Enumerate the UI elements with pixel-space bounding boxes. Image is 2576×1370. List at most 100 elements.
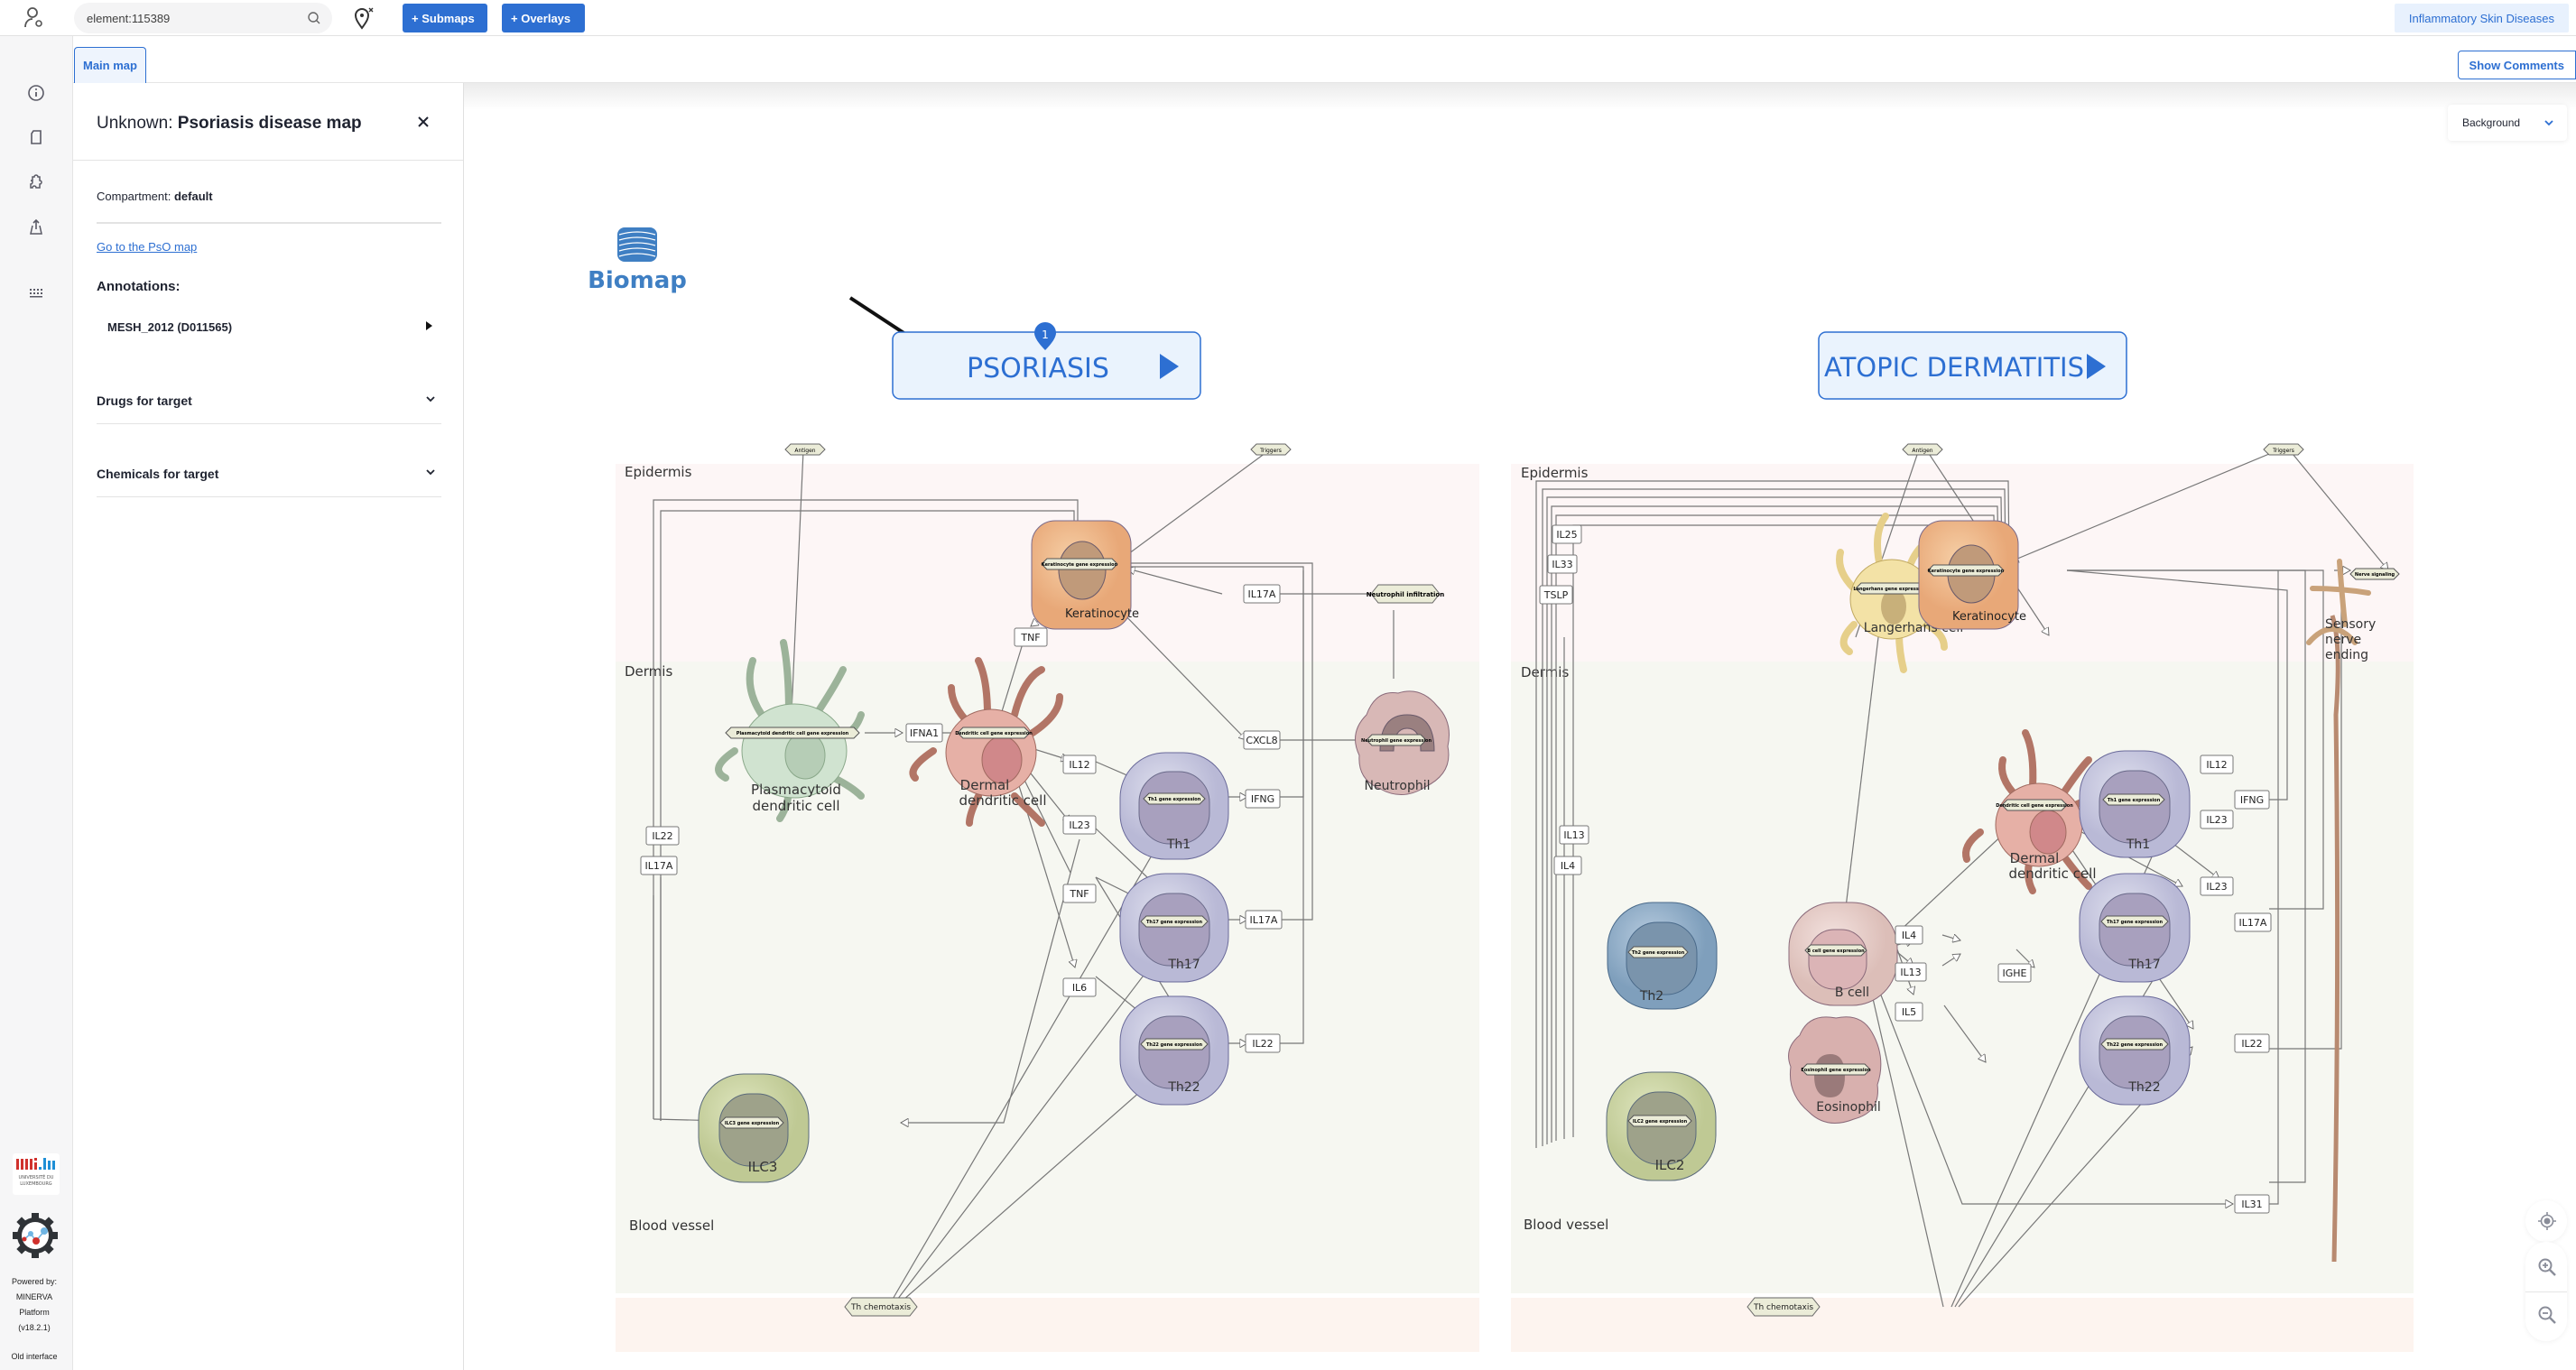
chemicals-for-target-accordion[interactable]: Chemicals for target — [97, 447, 441, 497]
keratinocyte-cell[interactable]: Keratinocyte — [1031, 520, 1139, 630]
legend-icon[interactable] — [25, 282, 47, 303]
go-to-pso-map-link[interactable]: Go to the PsO map — [97, 240, 198, 254]
gene-node-il4[interactable]: IL4 — [1895, 925, 1923, 945]
th1-expression-node[interactable]: Th1 gene expression — [1143, 792, 1206, 805]
th17-cell[interactable]: Th17 — [2079, 873, 2191, 983]
gene-node-ighe[interactable]: IGHE — [1997, 963, 2032, 983]
gene-node-il6[interactable]: IL6 — [1062, 977, 1097, 997]
minerva-logo[interactable] — [11, 1211, 60, 1260]
plugin-icon[interactable] — [25, 171, 47, 193]
b-cell-expression-node[interactable]: B cell gene expression — [1804, 944, 1867, 957]
ilc3-expression-node[interactable]: ILC3 gene expression — [719, 1116, 784, 1129]
project-name-badge[interactable]: Inflammatory Skin Diseases — [2394, 4, 2569, 32]
th22-expression-node[interactable]: Th22 gene expression — [1140, 1038, 1209, 1051]
search-input[interactable] — [87, 11, 285, 25]
info-icon[interactable] — [25, 82, 47, 104]
langerhans-expression-node[interactable]: Langerhans gene expression — [1853, 582, 1927, 595]
dendritic-expression-node[interactable]: Dendritic cell gene expression — [1996, 799, 2073, 811]
gene-node-tnf[interactable]: TNF — [1062, 884, 1097, 903]
th17-expression-node[interactable]: Th17 gene expression — [1140, 915, 1209, 928]
gene-node-il33[interactable]: IL33 — [1547, 554, 1578, 574]
gene-node-il22[interactable]: IL22 — [1245, 1033, 1281, 1053]
gene-node-cxcl8[interactable]: CXCL8 — [1243, 730, 1281, 750]
submaps-button[interactable]: + Submaps — [403, 4, 487, 32]
gene-node-il17a[interactable]: IL17A — [2234, 912, 2272, 932]
th-chemotaxis-node[interactable]: Th chemotaxis — [1747, 1297, 1821, 1317]
gene-node-il17a-left[interactable]: IL17A — [640, 856, 678, 875]
export-icon[interactable] — [25, 217, 47, 238]
gene-node-il12[interactable]: IL12 — [2200, 754, 2234, 774]
antigen-node[interactable]: Antigen — [784, 443, 826, 456]
background-select[interactable]: Background — [2448, 105, 2567, 141]
search-icon[interactable] — [307, 11, 321, 25]
gene-node-il17a[interactable]: IL17A — [1245, 910, 1283, 930]
target-icon[interactable] — [2537, 1211, 2557, 1231]
gene-node-il22-left[interactable]: IL22 — [645, 826, 680, 846]
drugs-for-target-accordion[interactable]: Drugs for target — [97, 374, 441, 424]
gene-node-il12[interactable]: IL12 — [1062, 754, 1097, 774]
gene-node-il17a-top[interactable]: IL17A — [1243, 584, 1281, 604]
eosinophil-expression-node[interactable]: Eosinophil gene expression — [1801, 1063, 1871, 1076]
th2-expression-node[interactable]: Th2 gene expression — [1627, 946, 1689, 958]
th22-expression-node[interactable]: Th22 gene expression — [2100, 1038, 2169, 1051]
zoom-in-icon[interactable] — [2537, 1257, 2557, 1277]
sensory-nerve-ending[interactable]: Sensory nerve ending — [2306, 559, 2376, 1263]
th1-expression-node[interactable]: Th1 gene expression — [2102, 793, 2165, 806]
annotation-item[interactable]: MESH_2012 (D011565) — [107, 316, 441, 338]
triggers-node[interactable]: Triggers — [1250, 443, 1292, 456]
gene-node-il5[interactable]: IL5 — [1895, 1002, 1923, 1022]
triggers-node[interactable]: Triggers — [2263, 443, 2304, 456]
gene-node-tslp[interactable]: TSLP — [1539, 585, 1573, 605]
langerhans-cell[interactable]: Langerhans cell — [1836, 513, 1963, 673]
pdc-expression-node[interactable]: Plasmacytoid dendritic cell gene express… — [725, 727, 860, 739]
gene-node-ifng[interactable]: IFNG — [1245, 789, 1281, 809]
th17-cell[interactable]: Th17 — [1119, 873, 1229, 983]
keratinocyte-expression-node[interactable]: Keratinocyte gene expression — [1041, 558, 1118, 570]
antigen-node[interactable]: Antigen — [1902, 443, 1943, 456]
th-chemotaxis-node[interactable]: Th chemotaxis — [844, 1297, 918, 1317]
center-map-button[interactable] — [2525, 1200, 2567, 1242]
search-result-pin[interactable]: 1 — [1034, 322, 1056, 350]
caret-right-icon[interactable] — [426, 321, 432, 330]
gene-node-il31[interactable]: IL31 — [2234, 1194, 2270, 1214]
gene-node-il23a[interactable]: IL23 — [2200, 810, 2234, 829]
gene-node-ifng[interactable]: IFNG — [2234, 790, 2270, 810]
tab-main-map[interactable]: Main map — [74, 47, 146, 83]
gene-node-ifna1[interactable]: IFNA1 — [905, 723, 943, 743]
gene-node-il13-left[interactable]: IL13 — [1559, 825, 1589, 845]
blood-vessel-compartment[interactable] — [616, 1298, 1479, 1352]
gene-node-il23[interactable]: IL23 — [1062, 815, 1097, 835]
gene-node-il22[interactable]: IL22 — [2234, 1033, 2270, 1053]
overlays-button[interactable]: + Overlays — [502, 4, 585, 32]
old-interface-link[interactable]: Old interface — [11, 1352, 58, 1361]
chevron-down-icon[interactable] — [425, 393, 436, 404]
atopic-dermatitis-submap-button[interactable]: ATOPIC DERMATITIS — [1818, 331, 2127, 400]
th22-cell[interactable]: Th22 — [2079, 995, 2191, 1106]
psoriasis-submap-button[interactable]: PSORIASIS — [892, 331, 1201, 400]
chevron-down-icon[interactable] — [2544, 117, 2554, 128]
gene-node-il13[interactable]: IL13 — [1895, 962, 1927, 982]
nerve-signaling-node[interactable]: Nerve signaling — [2349, 568, 2400, 580]
th17-expression-node[interactable]: Th17 gene expression — [2100, 915, 2169, 928]
disease-map-svg[interactable]: Biomap PSORIASIS 1 ATOPIC DERMATITIS — [464, 83, 2576, 1370]
neutrophil-expression-node[interactable]: Neutrophil gene expression — [1361, 734, 1432, 746]
close-icon[interactable] — [414, 113, 432, 131]
gene-node-il23b[interactable]: IL23 — [2200, 876, 2234, 896]
neutrophil-infiltration-node[interactable]: Neutrophil infiltration — [1367, 584, 1444, 604]
user-settings-icon[interactable] — [22, 5, 47, 31]
clear-pin-icon[interactable] — [352, 6, 375, 30]
map-canvas[interactable]: Biomap PSORIASIS 1 ATOPIC DERMATITIS — [464, 83, 2576, 1370]
blood-vessel-compartment[interactable] — [1511, 1298, 2414, 1352]
chevron-down-icon[interactable] — [425, 467, 436, 477]
gene-node-tnf-top[interactable]: TNF — [1014, 627, 1048, 647]
gene-node-il4-left[interactable]: IL4 — [1553, 856, 1582, 875]
th1-cell[interactable]: Th1 — [1119, 752, 1229, 860]
th22-cell[interactable]: Th22 — [1119, 995, 1229, 1106]
show-comments-button[interactable]: Show Comments — [2457, 51, 2576, 79]
gene-node-il25[interactable]: IL25 — [1552, 524, 1582, 544]
page-icon[interactable] — [25, 126, 47, 148]
search-field[interactable] — [74, 3, 332, 33]
ilc2-expression-node[interactable]: ILC2 gene expression — [1627, 1115, 1692, 1127]
dendritic-expression-node[interactable]: Dendritic cell gene expression — [955, 727, 1033, 739]
keratinocyte-expression-node[interactable]: Keratinocyte gene expression — [1927, 564, 2005, 577]
